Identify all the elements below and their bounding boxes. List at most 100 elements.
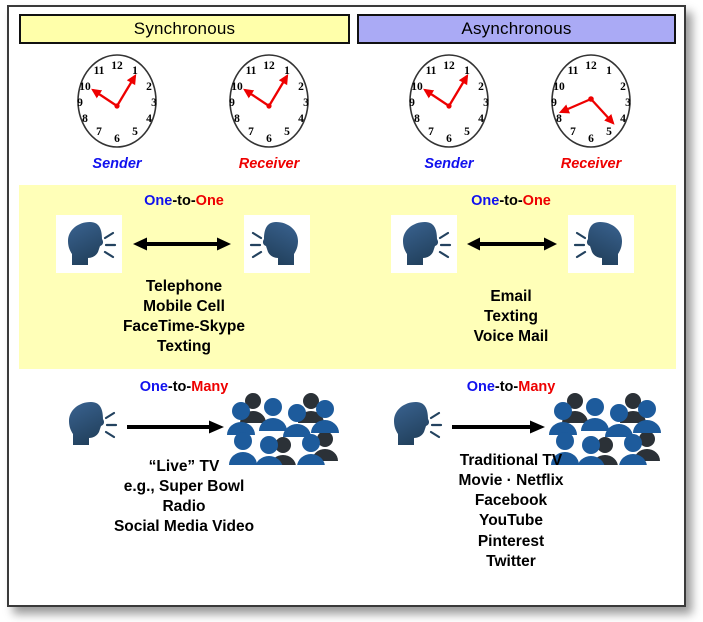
svg-text:11: 11 (94, 65, 105, 77)
svg-text:6: 6 (588, 133, 594, 145)
svg-text:6: 6 (114, 133, 120, 145)
svg-text:12: 12 (263, 60, 275, 72)
svg-text:7: 7 (248, 126, 254, 138)
media-list-async-one-to-many: Traditional TV Movie · Netflix Facebook … (346, 451, 676, 572)
clock-role-label: Sender (92, 156, 142, 172)
svg-text:12: 12 (443, 60, 455, 72)
list-item: Movie · Netflix (458, 472, 564, 490)
relation-label-part-first: One (139, 379, 168, 395)
relation-label-part-middle: -to- (494, 379, 519, 395)
svg-text:6: 6 (446, 133, 452, 145)
list-item: Texting (157, 338, 211, 356)
svg-text:5: 5 (464, 126, 470, 138)
svg-text:3: 3 (303, 97, 309, 109)
list-item: Telephone (145, 278, 223, 295)
svg-text:1: 1 (464, 65, 470, 77)
crowd-icon-wrap (227, 387, 339, 470)
column-header-asynchronous: Asynchronous (357, 14, 676, 44)
list-item: FaceTime-Skype (122, 318, 246, 336)
speaking-head-right-icon-tile (56, 215, 122, 273)
svg-text:5: 5 (606, 126, 612, 138)
list-item: Voice Mail (473, 328, 549, 346)
svg-text:4: 4 (478, 113, 484, 125)
relation-label-part-last: Many (191, 379, 229, 395)
relation-label-part-middle: -to- (499, 193, 523, 209)
svg-text:7: 7 (428, 126, 434, 138)
svg-text:4: 4 (146, 113, 152, 125)
list-item: Social Media Video (113, 518, 255, 536)
svg-text:10: 10 (231, 81, 243, 93)
crowd-icon-wrap (549, 387, 661, 470)
relation-label-one-to-one: One-to-One (346, 193, 676, 209)
double-arrow-icon-wrap (129, 215, 235, 273)
list-item: Email (490, 288, 532, 305)
svg-text:2: 2 (146, 81, 152, 93)
svg-text:12: 12 (585, 60, 597, 72)
relation-label-part-middle: -to- (167, 379, 192, 395)
svg-text:9: 9 (409, 97, 415, 109)
relation-label-one-to-one: One-to-One (19, 193, 349, 209)
svg-text:3: 3 (151, 97, 157, 109)
list-item: Twitter (486, 552, 536, 570)
speaking-head-left-icon-tile (568, 215, 634, 273)
single-arrow-icon-wrap (122, 401, 228, 453)
speaking-head-right-icon-tile (59, 395, 121, 453)
svg-text:8: 8 (414, 113, 420, 125)
single-arrow-icon (452, 420, 545, 434)
svg-text:1: 1 (132, 65, 138, 77)
speaking-head-right-icon (403, 222, 452, 265)
row-one-to-many: One-to-Many (19, 373, 676, 605)
double-arrow-icon (133, 237, 231, 251)
svg-text:11: 11 (246, 65, 257, 77)
list-item: Mobile Cell (143, 298, 225, 316)
column-header-synchronous: Synchronous (19, 14, 350, 44)
relation-label-part-first: One (466, 379, 495, 395)
cell-sync-one-to-many: One-to-Many (19, 373, 349, 605)
speaking-head-left-icon-tile (244, 215, 310, 273)
cell-sync-one-to-one: One-to-One (19, 185, 349, 369)
svg-text:1: 1 (284, 65, 290, 77)
list-item: e.g., Super Bowl (123, 478, 245, 496)
svg-text:10: 10 (411, 81, 423, 93)
svg-text:3: 3 (625, 97, 631, 109)
clock-role-label: Receiver (238, 156, 300, 172)
relation-label-part-last: One (522, 193, 551, 209)
media-list-sync-one-to-many: “Live” TV e.g., Super Bowl Radio Social … (19, 457, 349, 538)
relation-label-part-last: One (195, 193, 224, 209)
double-arrow-icon (467, 237, 557, 251)
single-arrow-icon-wrap (446, 401, 550, 453)
svg-text:8: 8 (82, 113, 88, 125)
svg-text:7: 7 (96, 126, 102, 138)
clock-role-label: Receiver (560, 156, 622, 172)
svg-text:10: 10 (79, 81, 91, 93)
relation-label-one-to-many: One-to-Many (346, 379, 676, 395)
svg-text:4: 4 (298, 113, 304, 125)
relation-label-part-middle: -to- (172, 193, 196, 209)
relation-label-one-to-many: One-to-Many (19, 379, 349, 395)
speaking-head-right-icon-tile (391, 215, 457, 273)
speaking-head-right-icon-tile (384, 395, 446, 453)
speaking-head-left-icon (573, 222, 622, 265)
list-item: “Live” TV (148, 458, 220, 475)
svg-text:8: 8 (556, 113, 562, 125)
svg-text:12: 12 (111, 60, 123, 72)
media-list-async-one-to-one: Email Texting Voice Mail (346, 287, 676, 347)
clock-role-label: Sender (424, 156, 474, 172)
speaking-head-right-icon (394, 402, 443, 445)
double-arrow-icon-wrap (464, 215, 560, 273)
svg-text:10: 10 (553, 81, 565, 93)
list-item: Traditional TV (459, 452, 563, 469)
svg-text:6: 6 (266, 133, 272, 145)
list-item: Texting (484, 308, 538, 326)
svg-text:5: 5 (132, 126, 138, 138)
cell-async-one-to-one: One-to-One (346, 185, 676, 369)
crowd-icon (227, 393, 339, 469)
list-item: Facebook (474, 492, 548, 510)
